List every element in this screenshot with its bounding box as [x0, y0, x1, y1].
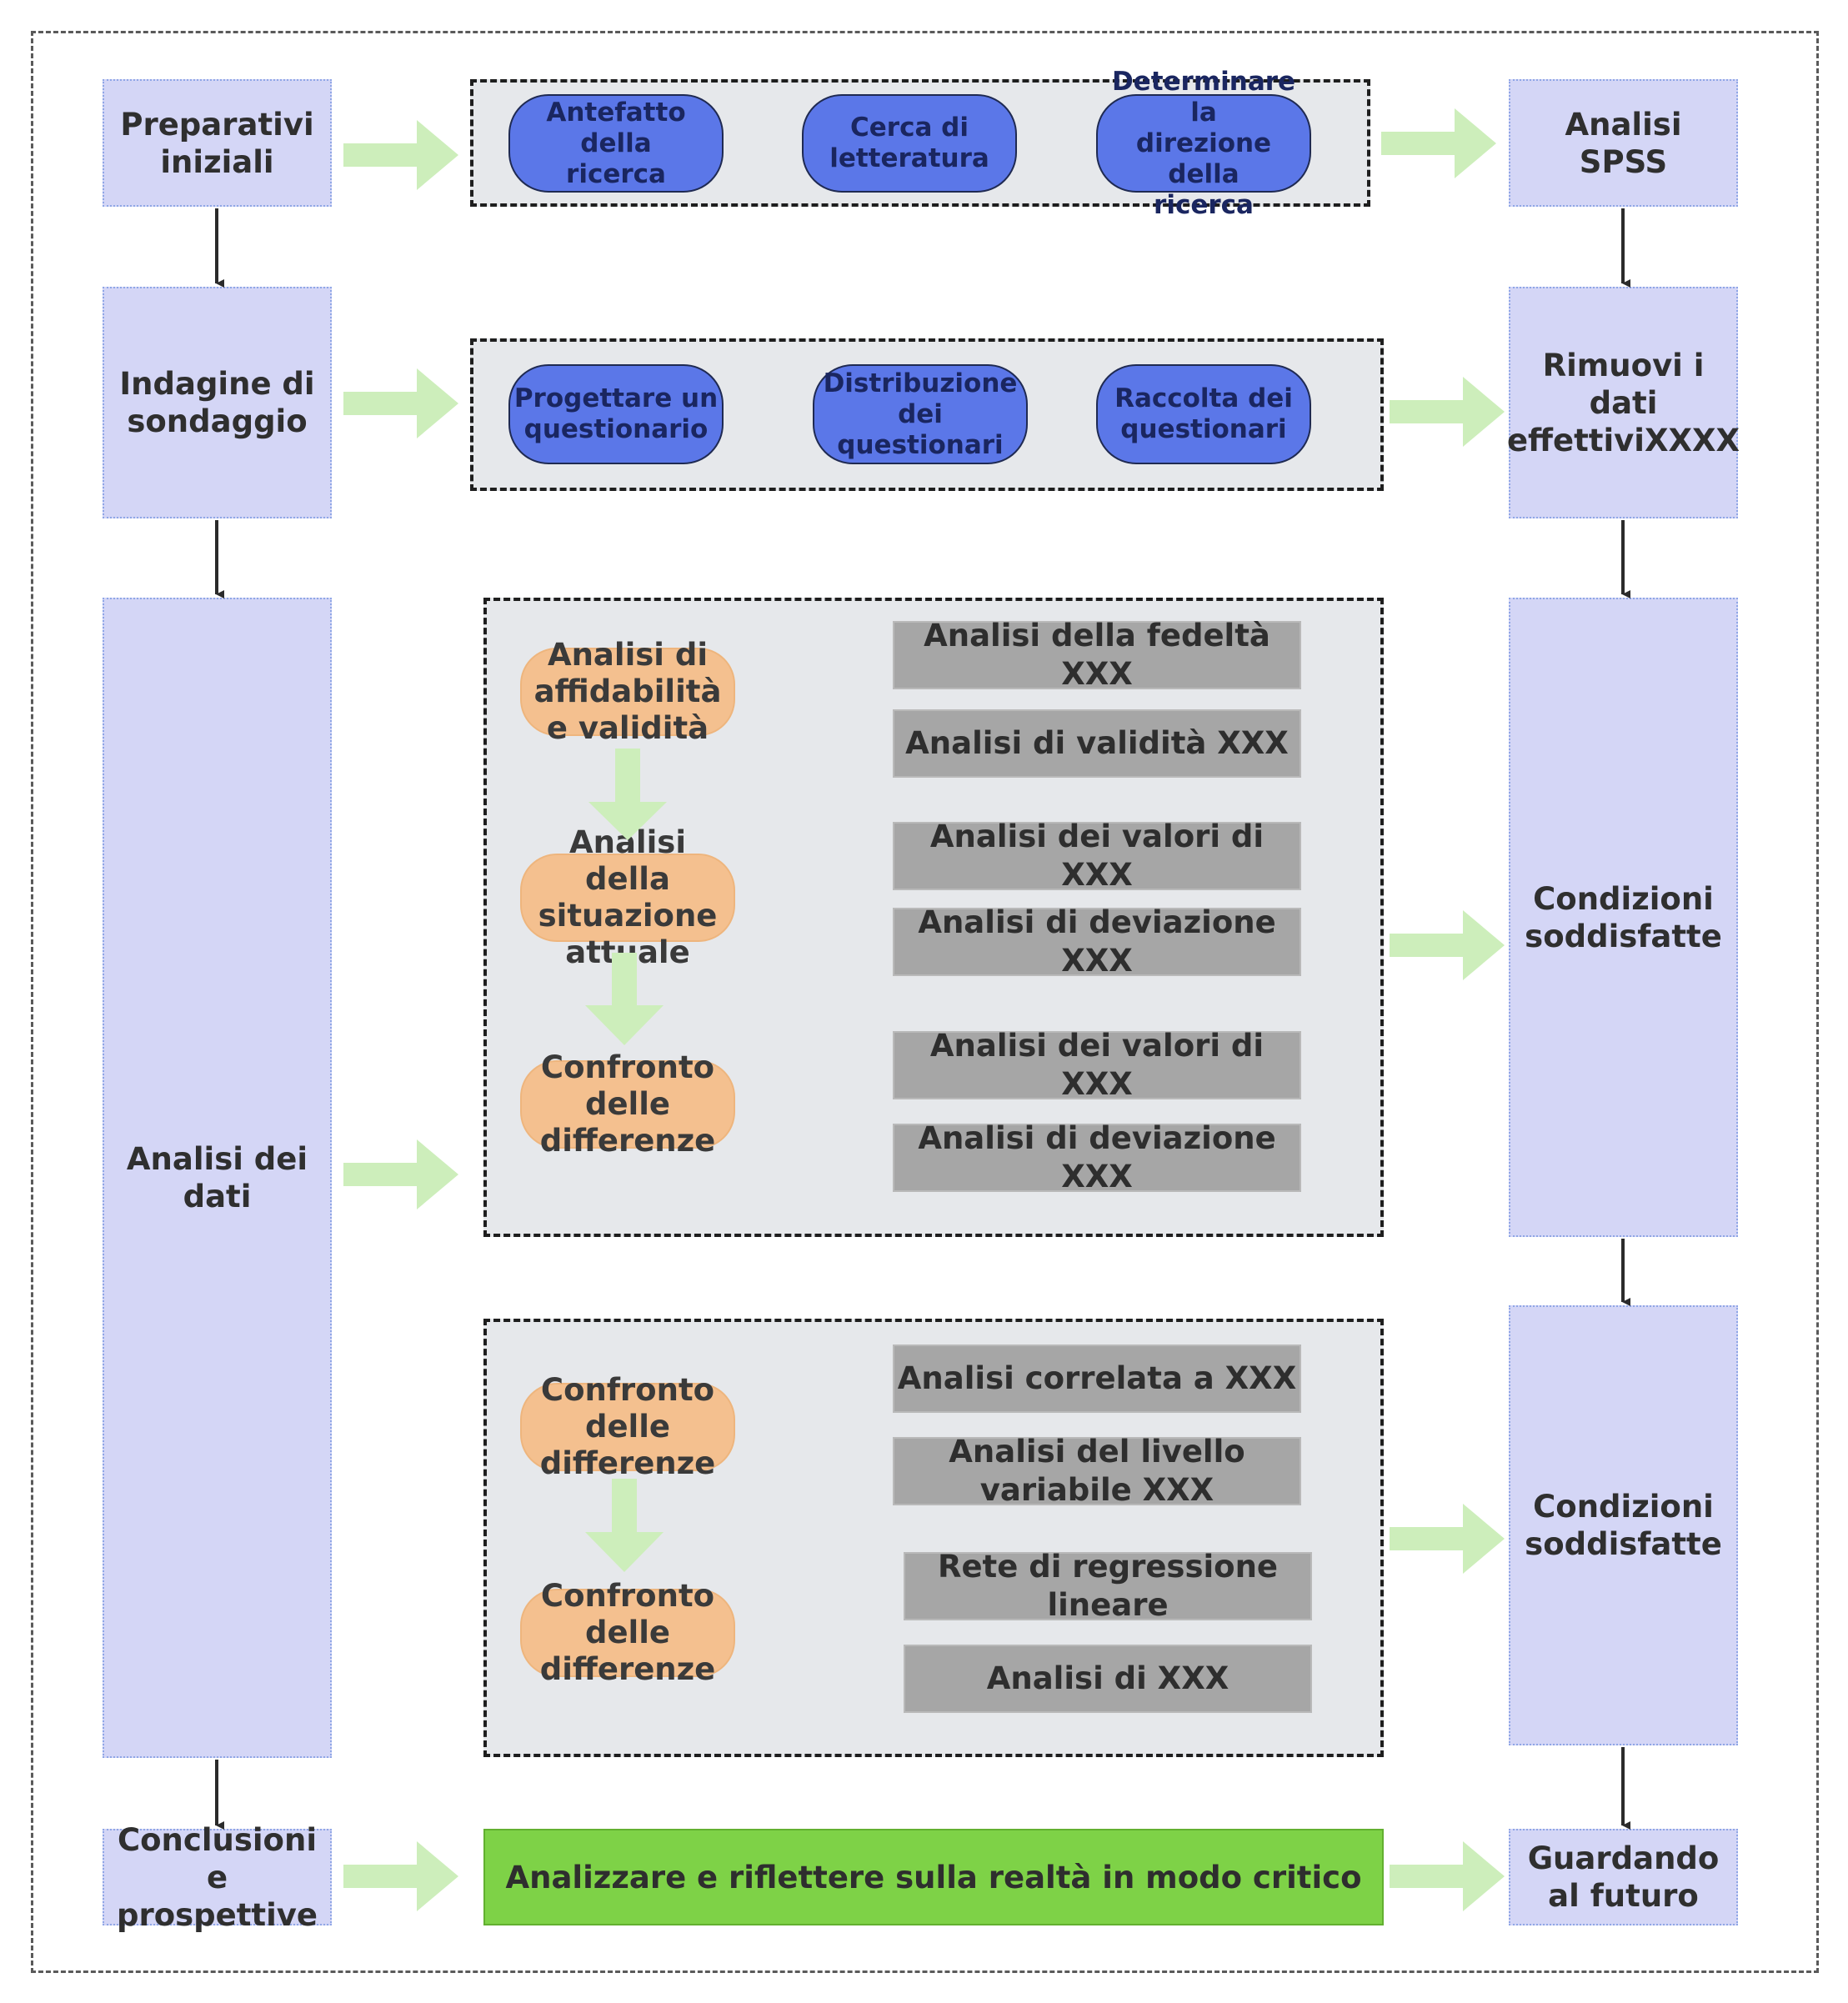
analysis-item: Analisi di deviazione XXX: [893, 904, 1301, 979]
arrow-right-icon: [343, 1139, 458, 1209]
arrow-right-icon: [1390, 910, 1505, 980]
analysis-item: Analisi di XXX: [904, 1645, 1312, 1713]
progettare-questionario-node: Progettare un questionario: [508, 364, 724, 464]
analysis-item: Analisi della fedeltà XXX: [893, 618, 1301, 692]
distribuzione-questionari-node: Distribuzione dei questionari: [813, 364, 1028, 464]
raccolta-questionari-node: Raccolta dei questionari: [1096, 364, 1311, 464]
analysis-item: Analisi dei valori di XXX: [893, 819, 1301, 893]
analisi-spss-box: Analisi SPSS: [1509, 79, 1738, 207]
arrow-down-icon: [585, 953, 664, 1045]
arrow-down-icon: [585, 1479, 664, 1572]
arrow-right-icon: [1390, 1504, 1505, 1574]
analysis-item: Analisi correlata a XXX: [893, 1345, 1301, 1413]
outer-frame: [31, 31, 1819, 1973]
arrow-right-icon: [1381, 108, 1496, 178]
analysis-item: Rete di regressione lineare: [904, 1549, 1312, 1623]
arrow-right-icon: [1390, 1841, 1505, 1911]
rimuovi-dati-box: Rimuovi i dati effettiviXXXX: [1507, 287, 1740, 518]
arrow-down-icon: [588, 749, 667, 840]
condizioni-soddisfatte-box-1: Condizioni soddisfatte: [1509, 598, 1738, 1237]
cerca-letteratura-node: Cerca di letteratura: [802, 94, 1017, 193]
analisi-dati-box: Analisi dei dati: [103, 598, 332, 1758]
analysis-item: Analisi di validità XXX: [893, 709, 1301, 778]
analysis-item: Analisi dei valori di XXX: [893, 1028, 1301, 1102]
arrow-right-icon: [343, 368, 458, 438]
indagine-sondaggio-box: Indagine di sondaggio: [103, 287, 332, 518]
arrow-right-icon: [343, 1841, 458, 1911]
analizzare-riflettere-bar: Analizzare e riflettere sulla realtà in …: [483, 1829, 1384, 1925]
arrow-right-icon: [1390, 377, 1505, 447]
guardando-futuro-box: Guardando al futuro: [1509, 1829, 1738, 1925]
antefatto-ricerca-node: Antefatto della ricerca: [508, 94, 724, 193]
arrow-right-icon: [343, 120, 458, 190]
analysis-item: Analisi di deviazione XXX: [893, 1120, 1301, 1194]
preparativi-iniziali-box: Preparativi iniziali: [103, 79, 332, 207]
condizioni-soddisfatte-box-2: Condizioni soddisfatte: [1509, 1305, 1738, 1745]
analysis-item: Analisi del livello variabile XXX: [893, 1434, 1301, 1508]
